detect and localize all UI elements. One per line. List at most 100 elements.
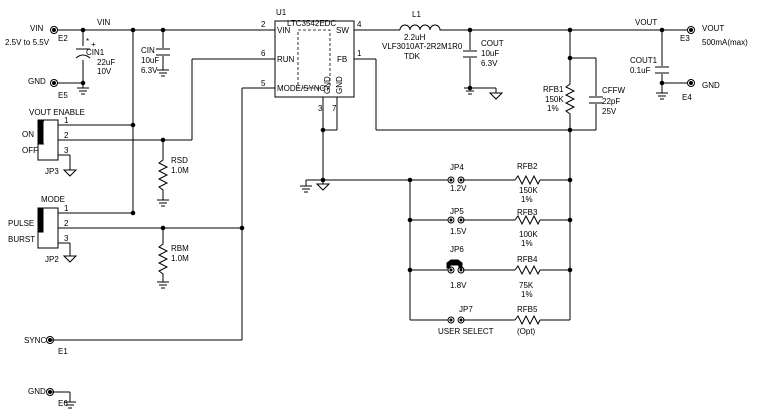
rfb4-value: 75K xyxy=(519,281,534,290)
rbm-value: 1.0M xyxy=(171,254,189,263)
resistor-rbm: RBM 1.0M xyxy=(157,238,189,277)
pin-name-gnd-a: GND xyxy=(323,76,332,94)
jumper-jp6: JP6 1.8V xyxy=(446,245,467,290)
e4-ref: E4 xyxy=(682,93,692,102)
jp2-pin1: 1 xyxy=(64,204,69,213)
capacitor-cin1: * CIN1 + 22uF 10V xyxy=(75,37,115,76)
e3-ref: E3 xyxy=(680,34,690,43)
cffw-value: 22pF xyxy=(602,97,620,106)
rfb1-tol: 1% xyxy=(547,104,559,113)
jp2-ref: JP2 xyxy=(45,255,59,264)
terminal-e3: VOUT E3 500mA(max) xyxy=(680,24,748,47)
terminal-e6: GND E6 xyxy=(28,387,68,408)
jumper-jp2: MODE PULSE BURST JP2 1 2 3 xyxy=(8,195,69,264)
rsd-value: 1.0M xyxy=(171,166,189,175)
ground-jp2-icon xyxy=(62,255,78,263)
jp2-opt1: PULSE xyxy=(8,219,34,228)
ground-cout-icon xyxy=(464,87,476,95)
pin-num-6: 6 xyxy=(261,49,266,58)
jp3-ref: JP3 xyxy=(45,167,59,176)
ground-rsd-icon xyxy=(157,199,169,207)
ic-exposed-pad xyxy=(297,29,331,89)
vout-net-label: VOUT xyxy=(635,18,657,27)
ground-ic-tri-icon xyxy=(315,180,331,191)
ground-e5-icon xyxy=(77,87,89,95)
wires xyxy=(52,29,688,402)
ground-cout-tri-icon xyxy=(488,92,504,100)
resistor-rfb1: RFB1 150K 1% xyxy=(543,80,576,120)
ic-part: LTC3542EDC xyxy=(287,19,336,28)
cin1-ref: CIN1 xyxy=(86,48,105,57)
vin-terminal-label: VIN xyxy=(30,24,44,33)
rfb4-tol: 1% xyxy=(521,290,533,299)
jumper-jp3: VOUT ENABLE ON OFF JP3 1 2 3 xyxy=(22,108,85,176)
cin1-mark: * xyxy=(86,37,89,46)
pin-name-mode-sync: MODE/SYNC xyxy=(277,84,326,93)
vout-rating: 500mA(max) xyxy=(702,38,748,47)
rfb3-tol: 1% xyxy=(521,239,533,248)
l1-value: 2.2uH xyxy=(404,33,426,42)
e5-ref: E5 xyxy=(58,91,68,100)
capacitor-cout1: COUT1 0.1uF xyxy=(630,56,669,75)
gnd-out-label: GND xyxy=(702,81,720,90)
rfb4-ref: RFB4 xyxy=(517,255,538,264)
jp5-label: 1.5V xyxy=(450,227,467,236)
jumper-jp4: JP4 1.2V xyxy=(447,163,467,193)
resistor-rsd: RSD 1.0M xyxy=(157,148,189,193)
ground-jp3-icon xyxy=(62,169,78,177)
pin-num-1: 1 xyxy=(357,49,362,58)
ground-cin-icon xyxy=(157,69,169,77)
ground-ic-icon xyxy=(300,185,312,193)
jp3-opt2: OFF xyxy=(22,146,38,155)
cin1-voltage: 10V xyxy=(97,67,112,76)
cffw-ref: CFFW xyxy=(602,86,626,95)
cin-ref: CIN xyxy=(141,46,155,55)
junction-dots xyxy=(80,27,665,273)
ground-symbols xyxy=(62,69,668,409)
vin-range-label: 2.5V to 5.5V xyxy=(5,38,50,47)
cin-value: 10uF xyxy=(141,56,159,65)
jp3-title: VOUT ENABLE xyxy=(29,108,85,117)
capacitor-cin: CIN 10uF 6.3V xyxy=(141,46,170,75)
l1-mfr: TDK xyxy=(404,52,421,61)
rfb2-tol: 1% xyxy=(521,195,533,204)
rfb1-value: 150K xyxy=(545,95,564,104)
terminal-e4: GND E4 xyxy=(682,79,720,102)
rfb3-ref: RFB3 xyxy=(517,208,538,217)
jp2-pin3: 3 xyxy=(64,234,69,243)
jp2-pin2: 2 xyxy=(64,219,69,228)
pin-name-gnd-b: GND xyxy=(335,76,344,94)
pin-num-2: 2 xyxy=(261,20,266,29)
rfb5-ref: RFB5 xyxy=(517,305,538,314)
jp7-label: USER SELECT xyxy=(438,327,494,336)
cin-voltage: 6.3V xyxy=(141,66,158,75)
pin-name-sw: SW xyxy=(336,26,349,35)
cout-value: 10uF xyxy=(481,49,499,58)
resistor-rfb5: RFB5 (Opt) xyxy=(514,305,541,336)
pin-name-fb: FB xyxy=(337,55,347,64)
jp2-body xyxy=(37,207,59,249)
jp6-ref: JP6 xyxy=(450,245,464,254)
e6-ref: E6 xyxy=(58,399,68,408)
jp6-label: 1.8V xyxy=(450,281,467,290)
rfb2-value: 150K xyxy=(519,186,538,195)
pin-num-7: 7 xyxy=(332,104,337,113)
cout1-ref: COUT1 xyxy=(630,56,658,65)
rfb1-ref: RFB1 xyxy=(543,85,564,94)
e2-ref: E2 xyxy=(58,34,68,43)
jp3-body xyxy=(37,119,59,161)
ic-ref: U1 xyxy=(276,8,287,17)
ic-u1: U1 LTC3542EDC VIN SW RUN FB MODE/SYNC GN… xyxy=(261,8,362,113)
pin-num-3: 3 xyxy=(318,104,323,113)
jp2-title: MODE xyxy=(41,195,65,204)
resistor-rfb4: RFB4 75K 1% xyxy=(514,255,541,299)
cout1-value: 0.1uF xyxy=(630,66,651,75)
jumper-jp7: JP7 USER SELECT xyxy=(438,305,494,336)
terminal-e1: SYNC E1 xyxy=(24,336,68,356)
terminal-e5: GND E5 xyxy=(28,77,68,100)
inductor-l1: L1 2.2uH VLF3010AT-2R2M1R0 TDK xyxy=(382,10,463,61)
resistor-rfb3: RFB3 100K 1% xyxy=(514,208,541,248)
l1-ref: L1 xyxy=(412,10,421,19)
